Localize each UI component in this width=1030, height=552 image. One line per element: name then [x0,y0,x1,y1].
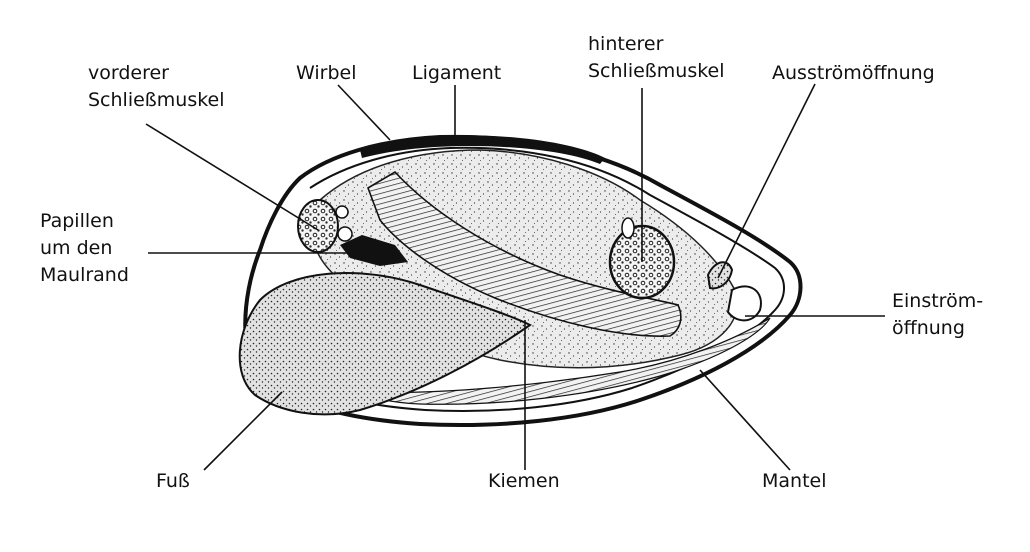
inhalant-siphon [726,285,762,322]
palp-blob-2 [337,226,353,242]
label-ausstroemoeffnung: Ausströmöffnung [772,62,935,84]
label-kiemen: Kiemen [488,470,560,492]
label-mantel: Mantel [762,470,827,492]
leader-ausstroemoeffnung [717,83,816,279]
label-papillen: Papillen um den Maulrand [40,210,129,286]
label-einstroemoeffnung: Einström- öffnung [892,290,984,339]
leader-vorderer-schliessmuskel [145,123,319,231]
label-vorderer-schliessmuskel: vorderer Schließmuskel [88,62,225,111]
mantle-edge [279,146,785,412]
palp-blob-1 [335,205,349,219]
posterior-adductor-tip [621,217,635,239]
gills [367,170,682,337]
label-fuss: Fuß [156,470,190,492]
foot [238,272,532,416]
leader-wirbel [337,84,391,141]
leader-fuss [203,391,283,471]
ligament [360,135,605,164]
anterior-adductor-muscle [297,199,339,253]
label-hinterer-schliessmuskel: hinterer Schließmuskel [588,33,725,82]
label-wirbel: Wirbel [296,62,357,84]
label-ligament: Ligament [412,62,502,84]
mouth-papillae [340,235,408,266]
leader-mantel [699,369,791,471]
